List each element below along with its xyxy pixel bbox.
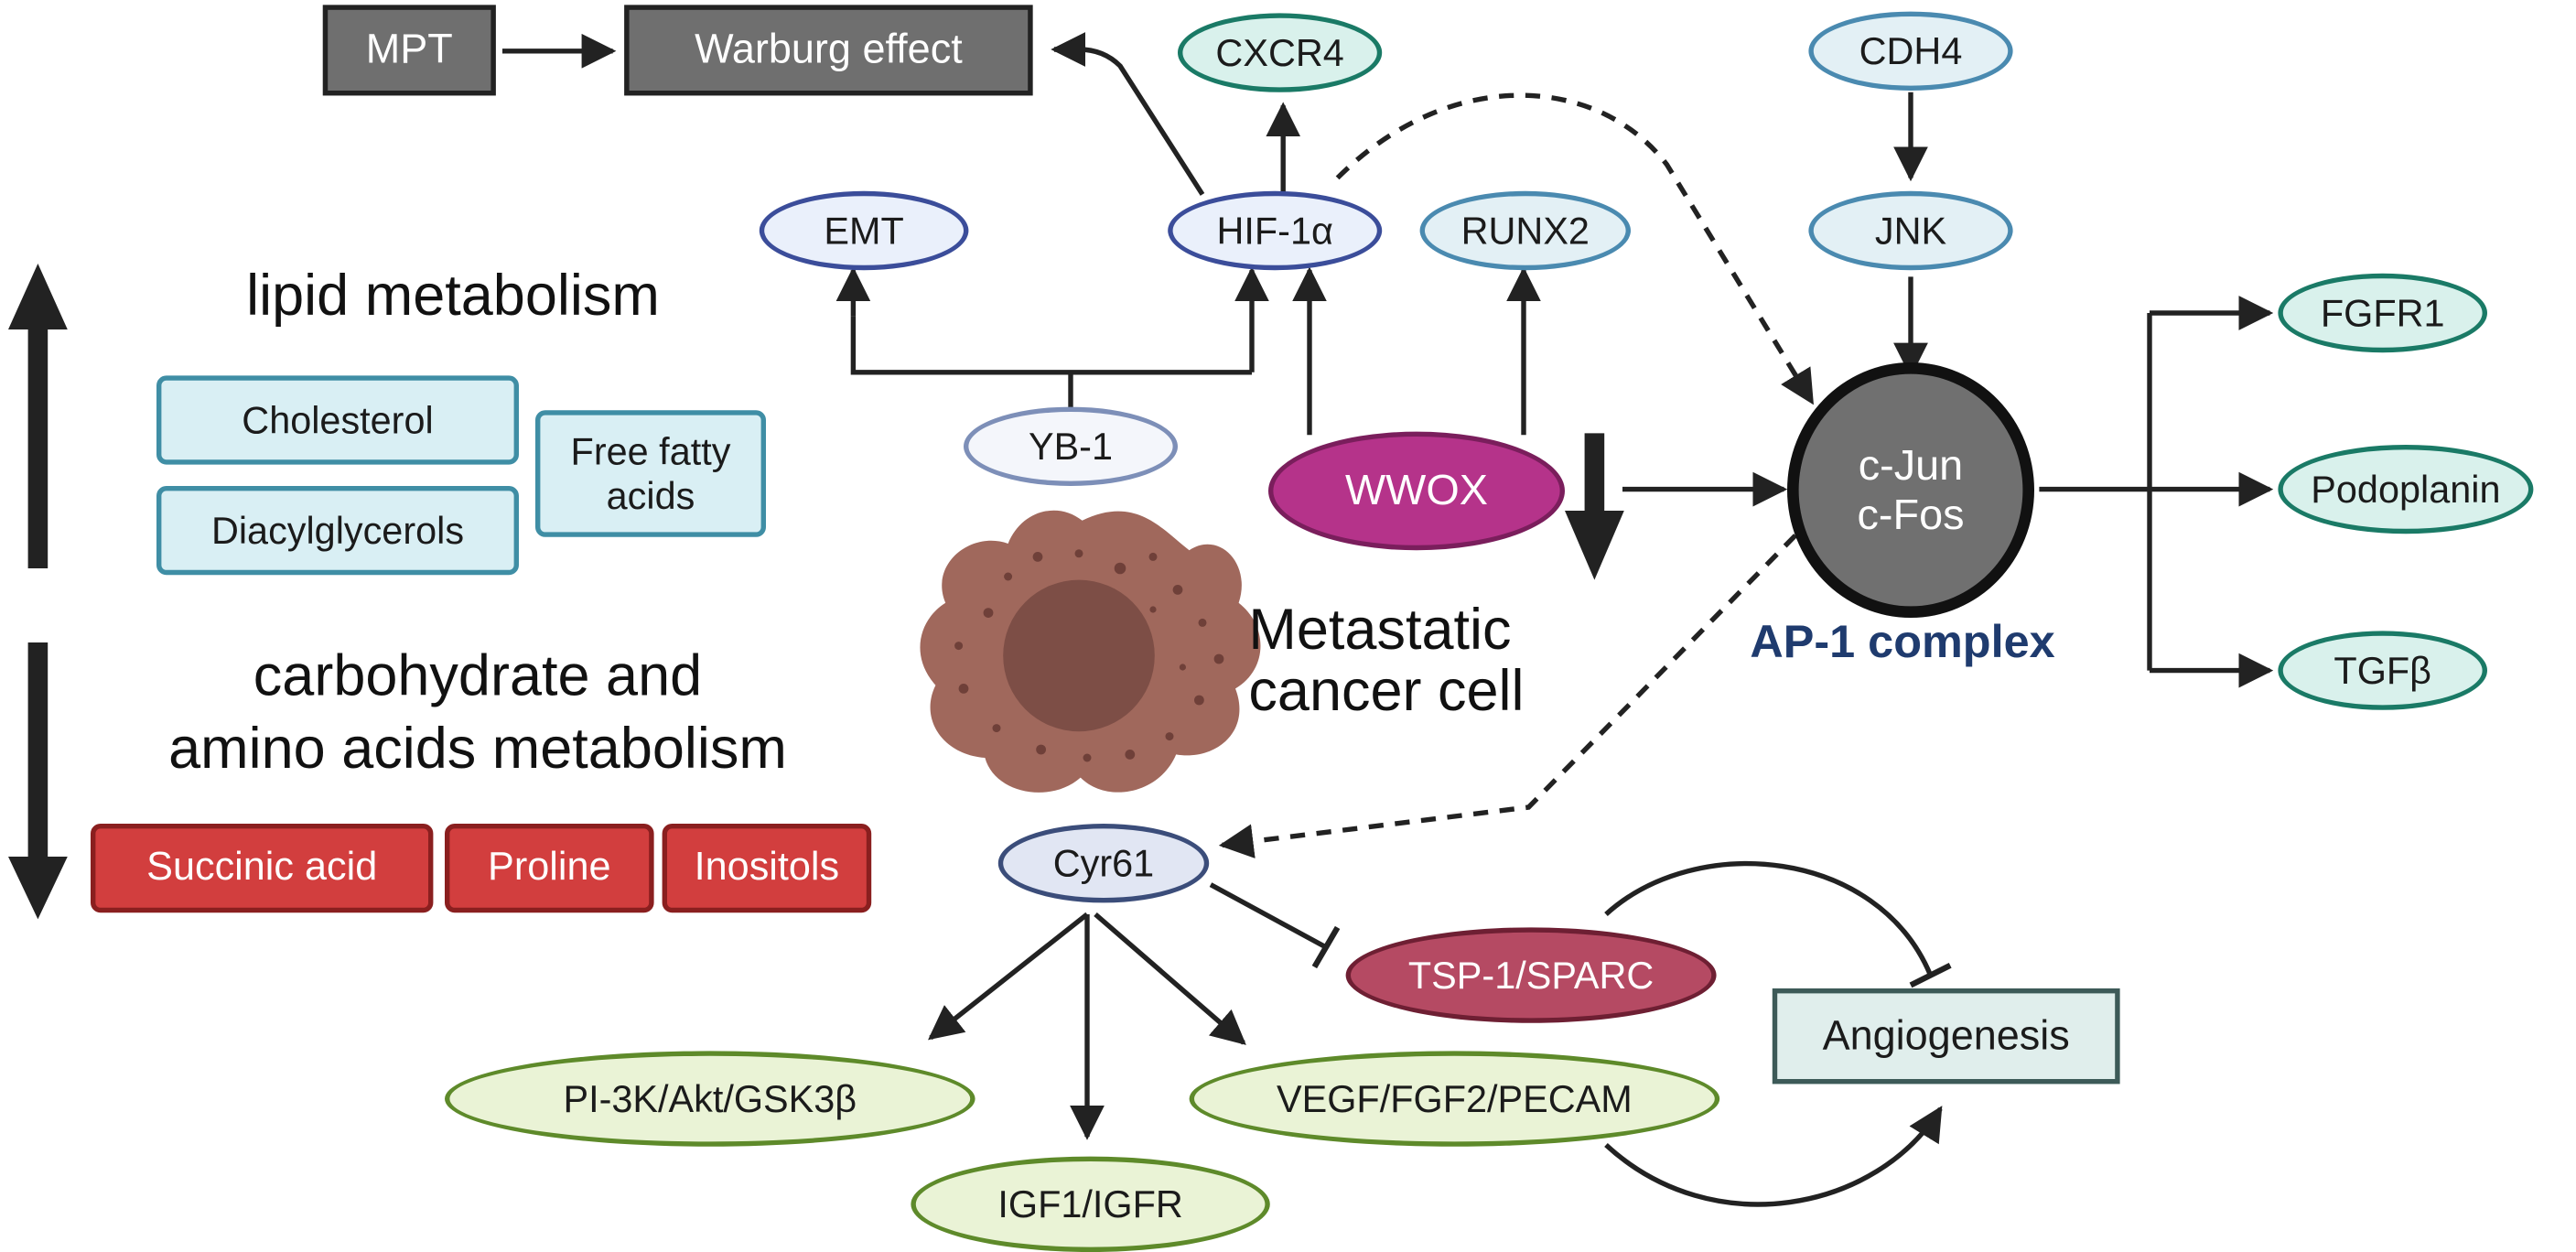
cancer-cell (920, 510, 1261, 793)
emt-node: EMT (759, 190, 969, 271)
inhibit-cyr61-tsp1-bar (1311, 925, 1341, 969)
cell-label: Metastatic cancer cell (1248, 598, 1569, 737)
arrow-cyr61-pi3k (928, 912, 1089, 1041)
mpt-box: MPT (322, 5, 496, 96)
vegf-node: VEGF/FGF2/PECAM (1189, 1051, 1720, 1147)
arrow-hif-warburg (1051, 32, 1205, 196)
dashed-ap1-cyr61 (1218, 534, 1797, 858)
inositols-box: Inositols (662, 824, 872, 913)
cholesterol-box: Cholesterol (156, 375, 519, 465)
diacylglycerols-box: Diacylglycerols (156, 486, 519, 576)
cyr61-node: Cyr61 (997, 824, 1210, 903)
arrow-vegf-angio (1604, 1106, 1943, 1207)
big-arrows (8, 264, 1624, 920)
cfos-label: c-Fos (1857, 488, 1965, 538)
igf1-igfr-node: IGF1/IGFR (911, 1156, 1270, 1252)
ap1-complex-label: AP-1 complex (1750, 616, 2055, 667)
succinic-acid-box: Succinic acid (91, 824, 434, 913)
lipid-metabolism-title: lipid metabolism (246, 263, 660, 328)
podoplanin-node: Podoplanin (2278, 445, 2534, 534)
lipid-up-arrow (8, 264, 68, 568)
fgfr1-node: FGFR1 (2278, 273, 2487, 353)
inhibit-tsp1-angio (1604, 860, 1934, 977)
cxcr4-node: CXCR4 (1178, 13, 1383, 92)
wwox-down-arrow (1565, 433, 1624, 580)
inhibit-tsp1-angio-bar (1909, 962, 1952, 988)
arrow-cyr61-vegf (1094, 912, 1246, 1045)
cell-nucleus (1003, 579, 1155, 732)
dashed-hif-ap1 (1335, 92, 1815, 405)
carb-title-line1: carbohydrate and (253, 644, 703, 709)
cell-label-line1: Metastatic (1248, 598, 1512, 663)
jnk-node: JNK (1808, 190, 2013, 271)
carb-down-arrow (8, 642, 68, 920)
free-fatty-acids-box: Free fatty acids (535, 410, 766, 537)
runx2-node: RUNX2 (1419, 190, 1631, 271)
angiogenesis-box: Angiogenesis (1772, 988, 2120, 1085)
proline-box: Proline (445, 824, 654, 913)
cdh4-node: CDH4 (1808, 11, 2013, 92)
yb1-node: YB-1 (964, 406, 1178, 486)
inhibit-cyr61-tsp1 (1209, 882, 1328, 950)
ap1-cjun-cfos-node: c-Jun c-Fos (1787, 362, 2034, 618)
pi3k-node: PI-3K/Akt/GSK3β (445, 1051, 975, 1147)
yb1-branch (850, 316, 1252, 375)
carb-metabolism-title: carbohydrate and amino acids metabolism (66, 638, 889, 790)
warburg-effect-box: Warburg effect (624, 5, 1033, 96)
cell-label-line2: cancer cell (1248, 658, 1525, 723)
cjun-label: c-Jun (1858, 438, 1964, 489)
wwox-node: WWOX (1268, 431, 1565, 551)
hif1a-node: HIF-1α (1168, 190, 1383, 271)
carb-title-line2: amino acids metabolism (168, 717, 787, 782)
tgfb-node: TGFβ (2278, 631, 2487, 710)
tsp1-sparc-node: TSP-1/SPARC (1345, 927, 1717, 1023)
